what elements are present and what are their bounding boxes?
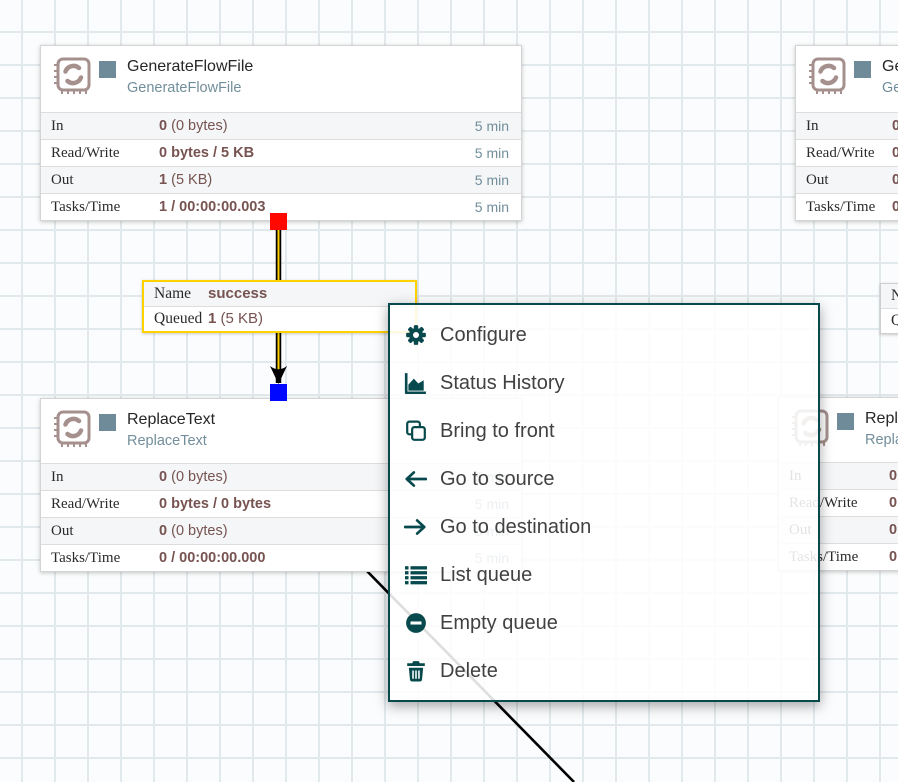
- processor-header: GenerateFlowFile GenerateFlowFile: [796, 46, 898, 112]
- context-menu: Configure Status History Bring to front …: [388, 303, 820, 702]
- menu-item-label: Configure: [440, 324, 527, 347]
- stat-value: 0 bytes / 0 bytes: [159, 491, 271, 517]
- stat-row-readwrite: Read/Write 0 5 min: [796, 139, 898, 166]
- connection-queued-key: Queued: [891, 309, 898, 333]
- connection-name-value: success: [208, 282, 267, 306]
- menu-item-bring-to-front[interactable]: Bring to front: [390, 407, 818, 455]
- connection-queued-key: Queued: [154, 307, 202, 331]
- menu-item-go-to-source[interactable]: Go to source: [390, 455, 818, 503]
- connection-name-row: Name: [881, 284, 898, 308]
- menu-item-configure[interactable]: Configure: [390, 311, 818, 359]
- stat-value: 1 (5 KB): [159, 167, 212, 193]
- menu-item-delete[interactable]: Delete: [390, 647, 818, 695]
- stat-value: 0: [892, 113, 898, 139]
- menu-item-list-queue[interactable]: List queue: [390, 551, 818, 599]
- arrow-left-icon: [403, 468, 428, 490]
- connection-queued-value: 1 (5 KB): [208, 307, 263, 331]
- processor-generateflowfile[interactable]: GenerateFlowFile GenerateFlowFile In 0 (…: [40, 45, 522, 221]
- stat-row-in: In 0 5 min: [796, 112, 898, 139]
- stat-row-out: Out 0 5 min: [796, 166, 898, 193]
- connection-queued-row: Queued: [881, 308, 898, 333]
- bring-to-front-icon: [403, 420, 428, 442]
- list-icon: [403, 564, 428, 586]
- stat-value: 0: [889, 463, 897, 489]
- processor-header: GenerateFlowFile GenerateFlowFile: [41, 46, 521, 112]
- stat-value: 0: [889, 517, 897, 543]
- menu-item-label: List queue: [440, 564, 532, 587]
- menu-item-label: Go to destination: [440, 516, 591, 539]
- stat-label: In: [51, 464, 64, 490]
- minus-circle-icon: [403, 612, 428, 634]
- run-status-stopped-icon: [99, 414, 116, 431]
- stat-label: Tasks/Time: [806, 194, 875, 220]
- connection-arrowhead: [270, 366, 287, 384]
- processor-title: ReplaceText: [865, 410, 898, 428]
- stat-row-out: Out 1 (5 KB) 5 min: [41, 166, 521, 193]
- processor-stamp-icon: [51, 55, 93, 99]
- menu-item-label: Delete: [440, 660, 498, 683]
- stat-value: 0 bytes / 5 KB: [159, 140, 254, 166]
- stat-label: In: [51, 113, 64, 139]
- processor-stamp-icon: [806, 55, 848, 99]
- processor-type: GenerateFlowFile: [127, 80, 241, 96]
- stat-window: 5 min: [475, 140, 509, 166]
- trash-icon: [403, 660, 428, 682]
- menu-item-label: Go to source: [440, 468, 555, 491]
- stat-value: 0 (0 bytes): [159, 113, 228, 139]
- stat-label: Read/Write: [51, 140, 120, 166]
- stat-window: 5 min: [475, 167, 509, 193]
- stat-row-in: In 0 (0 bytes) 5 min: [41, 112, 521, 139]
- processor-type: ReplaceText: [127, 433, 207, 449]
- stat-label: Read/Write: [806, 140, 875, 166]
- run-status-stopped-icon: [99, 61, 116, 78]
- processor-type: GenerateFlowFile: [882, 80, 898, 96]
- stat-label: Tasks/Time: [51, 194, 120, 220]
- stat-row-tasks: Tasks/Time 0 5 min: [796, 193, 898, 220]
- connection-label-success[interactable]: Name success Queued 1 (5 KB): [142, 280, 417, 333]
- connection-name-row: Name success: [144, 282, 415, 306]
- stat-label: Read/Write: [51, 491, 120, 517]
- processor-generateflowfile-right[interactable]: GenerateFlowFile GenerateFlowFile In 0 5…: [795, 45, 898, 221]
- stat-label: Out: [806, 167, 829, 193]
- stat-value: 0: [892, 140, 898, 166]
- stat-value: 0 (0 bytes): [159, 518, 228, 544]
- connection-label-right[interactable]: Name Queued: [880, 283, 898, 334]
- stat-row-readwrite: Read/Write 0 bytes / 5 KB 5 min: [41, 139, 521, 166]
- stat-label: Out: [51, 167, 74, 193]
- menu-item-label: Status History: [440, 372, 564, 395]
- connection-queued-row: Queued 1 (5 KB): [144, 306, 415, 331]
- processor-title: GenerateFlowFile: [127, 58, 253, 76]
- stat-window: 5 min: [475, 113, 509, 139]
- processor-title: GenerateFlowFile: [882, 58, 898, 76]
- arrow-right-icon: [403, 516, 428, 538]
- menu-item-status-history[interactable]: Status History: [390, 359, 818, 407]
- menu-item-go-to-destination[interactable]: Go to destination: [390, 503, 818, 551]
- stat-label: In: [806, 113, 819, 139]
- menu-item-label: Bring to front: [440, 420, 555, 443]
- connection-name-key: Name: [891, 284, 898, 308]
- stat-value: 0: [889, 544, 897, 570]
- processor-type: ReplaceText: [865, 432, 898, 448]
- processor-title: ReplaceText: [127, 411, 215, 429]
- status-history-icon: [403, 372, 428, 394]
- stat-value: 0 (0 bytes): [159, 464, 228, 490]
- connection-name-key: Name: [154, 282, 191, 306]
- stat-label: Tasks/Time: [51, 545, 120, 571]
- menu-item-empty-queue[interactable]: Empty queue: [390, 599, 818, 647]
- gear-icon: [403, 324, 428, 346]
- stat-label: Out: [51, 518, 74, 544]
- stat-value: 0 / 00:00:00.000: [159, 545, 265, 571]
- run-status-stopped-icon: [854, 61, 871, 78]
- stat-window: 5 min: [475, 194, 509, 220]
- run-status-stopped-icon: [837, 413, 854, 430]
- processor-stamp-icon: [51, 408, 93, 452]
- stat-value: 0: [889, 490, 897, 516]
- connection-source-anchor[interactable]: [270, 213, 287, 230]
- stat-value: 1 / 00:00:00.003: [159, 194, 265, 220]
- stat-value: 0: [892, 194, 898, 220]
- connection-destination-anchor[interactable]: [270, 384, 287, 401]
- menu-item-label: Empty queue: [440, 612, 558, 635]
- stat-value: 0: [892, 167, 898, 193]
